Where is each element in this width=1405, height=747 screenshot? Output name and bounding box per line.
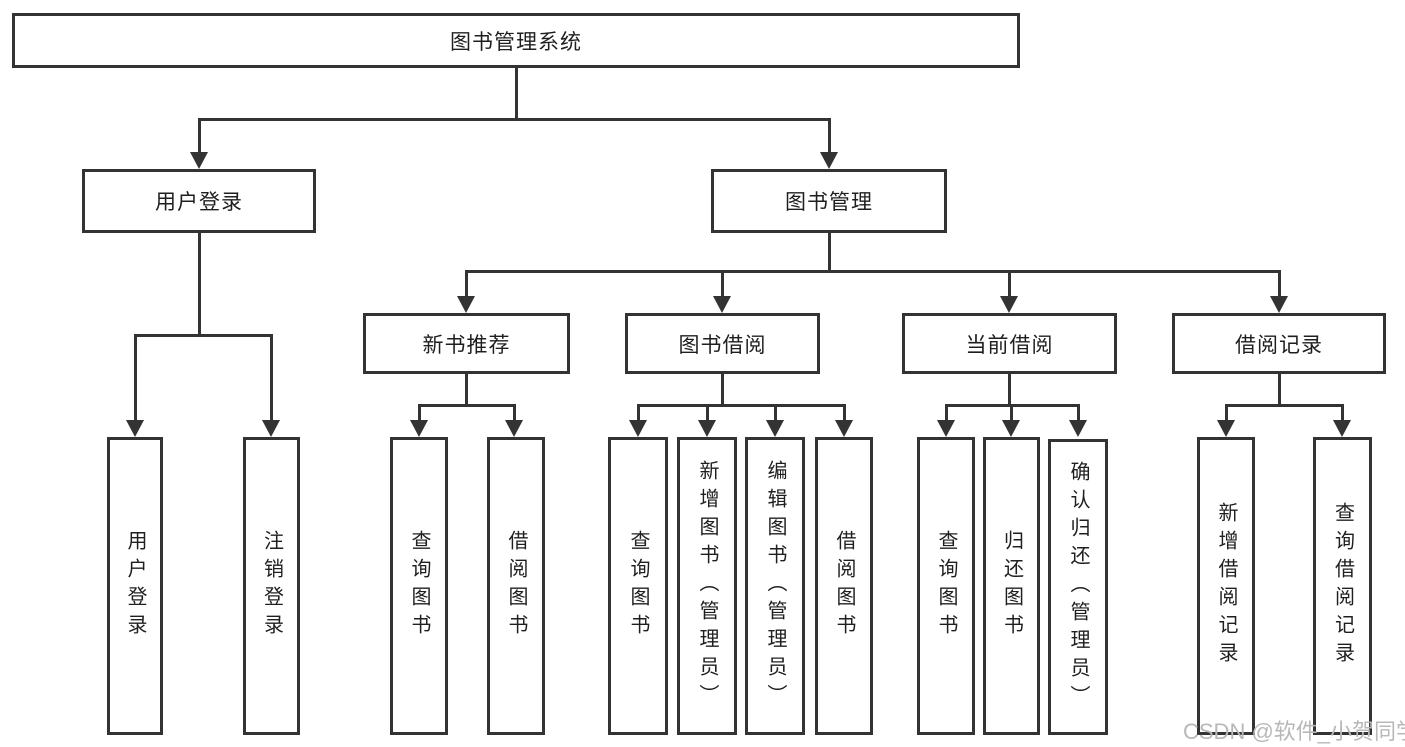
connector-drop-book-management: [828, 118, 831, 154]
node-current-borrowing-label: 当前借阅: [965, 333, 1054, 357]
leaf-return-books-label: 归还图书: [1000, 530, 1023, 642]
arrowhead-new-book-rec: [457, 296, 475, 313]
connector-new-book-rec-trunk: [465, 374, 468, 407]
leaf-query-books-recommend-label: 查询图书: [408, 530, 430, 642]
leaf-edit-book-admin: 编辑图书（管理员）: [745, 437, 805, 735]
leaf-query-books-recommend: 查询图书: [390, 437, 448, 735]
connector-book-borrowing-trunk: [721, 374, 724, 407]
arrowhead-current-borrowing: [1000, 296, 1018, 313]
leaf-return-books: 归还图书: [983, 437, 1040, 735]
leaf-query-books-current-label: 查询图书: [935, 530, 957, 642]
connector-drop-leaf: [513, 404, 516, 420]
node-user-login-label: 用户登录: [155, 191, 243, 214]
leaf-add-borrow-record: 新增借阅记录: [1197, 437, 1255, 735]
connector-drop-leaf-user-login: [134, 334, 137, 420]
arrowhead-leaf: [1333, 420, 1351, 437]
connector-user-login-branch: [134, 334, 273, 337]
leaf-borrow-books-borrowing: 借阅图书: [815, 437, 873, 735]
connector-drop-book-borrowing: [721, 270, 724, 298]
connector-drop-leaf: [1010, 404, 1013, 420]
leaf-user-login-label: 用户登录: [124, 530, 146, 642]
node-new-book-recommendation: 新书推荐: [363, 313, 570, 374]
arrowhead-leaf-logout: [262, 420, 280, 437]
leaf-borrow-books-recommend-label: 借阅图书: [505, 530, 527, 642]
connector-borrowing-records-branch: [1225, 404, 1344, 407]
leaf-confirm-return-admin: 确认归还（管理员）: [1048, 439, 1108, 735]
node-book-management: 图书管理: [711, 169, 947, 233]
node-current-borrowing: 当前借阅: [902, 313, 1117, 374]
connector-book-management-trunk: [828, 233, 831, 273]
connector-drop-leaf: [418, 404, 421, 420]
connector-drop-leaf: [1341, 404, 1344, 420]
arrowhead-borrowing-records: [1270, 296, 1288, 313]
node-new-book-recommendation-label: 新书推荐: [422, 333, 511, 357]
node-library-management-system-label: 图书管理系统: [450, 30, 582, 54]
arrowhead-leaf: [937, 420, 955, 437]
node-user-login: 用户登录: [82, 169, 316, 233]
node-book-management-label: 图书管理: [785, 191, 873, 214]
connector-drop-leaf: [637, 404, 640, 420]
node-book-borrowing: 图书借阅: [625, 313, 820, 374]
arrowhead-book-borrowing: [713, 296, 731, 313]
node-borrowing-records-label: 借阅记录: [1235, 333, 1323, 357]
arrowhead-leaf: [835, 420, 853, 437]
connector-drop-borrowing-records: [1278, 270, 1281, 298]
connector-drop-user-login: [198, 118, 201, 154]
connector-drop-leaf: [1225, 404, 1228, 420]
leaf-add-borrow-record-label: 新增借阅记录: [1215, 502, 1237, 670]
connector-root-trunk: [515, 68, 518, 121]
leaf-query-books-borrowing: 查询图书: [608, 437, 668, 735]
leaf-query-borrow-record: 查询借阅记录: [1313, 437, 1372, 735]
arrowhead-leaf: [1069, 420, 1087, 437]
connector-level1-branch: [198, 118, 831, 121]
leaf-add-book-admin-label: 新增图书（管理员）: [696, 460, 718, 712]
connector-drop-current-borrowing: [1008, 270, 1011, 298]
leaf-query-books-borrowing-label: 查询图书: [627, 530, 649, 642]
connector-current-borrowing-trunk: [1008, 374, 1011, 407]
arrowhead-leaf: [766, 420, 784, 437]
connector-borrowing-records-trunk: [1278, 374, 1281, 407]
leaf-borrow-books-borrowing-label: 借阅图书: [833, 530, 855, 642]
arrowhead-leaf: [1217, 420, 1235, 437]
leaf-logout-label: 注销登录: [260, 530, 283, 642]
connector-user-login-trunk: [198, 233, 201, 336]
leaf-query-borrow-record-label: 查询借阅记录: [1331, 502, 1354, 670]
arrowhead-leaf: [629, 420, 647, 437]
arrowhead-leaf: [698, 420, 716, 437]
arrowhead-user-login: [190, 152, 208, 169]
connector-drop-new-book-rec: [465, 270, 468, 298]
leaf-query-books-current: 查询图书: [917, 437, 975, 735]
connector-drop-leaf: [706, 404, 709, 420]
node-book-borrowing-label: 图书借阅: [678, 333, 767, 357]
node-borrowing-records: 借阅记录: [1172, 313, 1386, 374]
connector-drop-leaf: [843, 404, 846, 420]
leaf-edit-book-admin-label: 编辑图书（管理员）: [764, 460, 786, 712]
connector-drop-leaf: [774, 404, 777, 420]
leaf-borrow-books-recommend: 借阅图书: [487, 437, 545, 735]
leaf-logout: 注销登录: [243, 437, 300, 735]
arrowhead-leaf-user-login: [126, 420, 144, 437]
arrowhead-leaf: [410, 420, 428, 437]
connector-drop-leaf: [945, 404, 948, 420]
connector-level3-branch: [465, 270, 1281, 273]
arrowhead-book-management: [820, 152, 838, 169]
connector-drop-leaf-logout: [270, 334, 273, 420]
leaf-add-book-admin: 新增图书（管理员）: [677, 437, 737, 735]
leaf-confirm-return-admin-label: 确认归还（管理员）: [1067, 461, 1089, 713]
csdn-watermark: CSDN @软件_小贺同学: [1183, 719, 1405, 744]
leaf-user-login: 用户登录: [107, 437, 163, 735]
connector-new-book-rec-branch: [418, 404, 516, 407]
node-library-management-system: 图书管理系统: [12, 13, 1020, 68]
arrowhead-leaf: [1002, 420, 1020, 437]
connector-drop-leaf: [1077, 404, 1080, 420]
connector-book-borrowing-branch: [637, 404, 846, 407]
arrowhead-leaf: [505, 420, 523, 437]
